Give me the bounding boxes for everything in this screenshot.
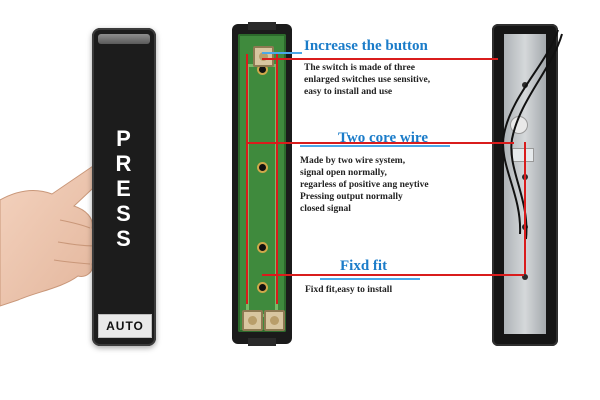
press-letter: R	[115, 151, 133, 176]
top-tab	[248, 22, 276, 30]
callout-title: Fixd fit	[340, 258, 388, 274]
screw-hole-icon	[259, 66, 266, 73]
callout-description: Fixd fit,easy to install	[305, 284, 392, 296]
callout-line-v	[276, 54, 278, 304]
front-top-cap	[98, 34, 150, 44]
pcb-panel	[232, 22, 292, 346]
callout-line-3	[262, 274, 524, 276]
wire-pair-icon	[502, 29, 563, 240]
bottom-tab	[248, 338, 276, 346]
callout-line: signal open normally,	[300, 168, 387, 178]
callout-line-1	[262, 58, 498, 60]
tactile-switch-icon	[264, 310, 285, 331]
callout-line: Pressing output normally	[300, 192, 403, 202]
callout-line: The switch is made of three	[304, 63, 415, 73]
press-text: P R E S S	[92, 126, 156, 251]
callout-description: Made by two wire system, signal open nor…	[300, 155, 429, 215]
screw-hole-icon	[259, 164, 266, 171]
callout-title: Increase the button	[304, 38, 428, 54]
tactile-switch-icon	[242, 310, 263, 331]
callout-accent-3	[320, 278, 420, 280]
front-button-panel: P R E S S AUTO	[92, 28, 156, 346]
callout-line-2	[246, 142, 514, 144]
press-letter: S	[116, 226, 132, 251]
callout-line: closed signal	[300, 204, 351, 214]
press-letter: S	[116, 201, 132, 226]
callout-line: regarless of positive ang neytive	[300, 180, 429, 190]
screw-hole-icon	[522, 82, 528, 88]
callout-line: Fixd fit,easy to install	[305, 285, 393, 295]
screw-hole-icon	[259, 284, 266, 291]
tactile-switch-icon	[253, 46, 274, 67]
callout-line-v	[524, 142, 526, 274]
callout-line: easy to install and use	[304, 87, 393, 97]
press-letter: E	[116, 176, 132, 201]
callout-accent-1	[262, 52, 302, 54]
auto-label: AUTO	[98, 314, 152, 338]
callout-line: enlarged switches use sensitive,	[304, 75, 431, 85]
screw-hole-icon	[522, 274, 528, 280]
callout-line: Made by two wire system,	[300, 156, 406, 166]
callout-title: Two core wire	[338, 130, 428, 146]
callout-accent-2	[300, 145, 450, 147]
press-letter: P	[116, 126, 132, 151]
callout-description: The switch is made of three enlarged swi…	[304, 62, 430, 98]
screw-hole-icon	[259, 244, 266, 251]
callout-line-v	[246, 54, 248, 304]
